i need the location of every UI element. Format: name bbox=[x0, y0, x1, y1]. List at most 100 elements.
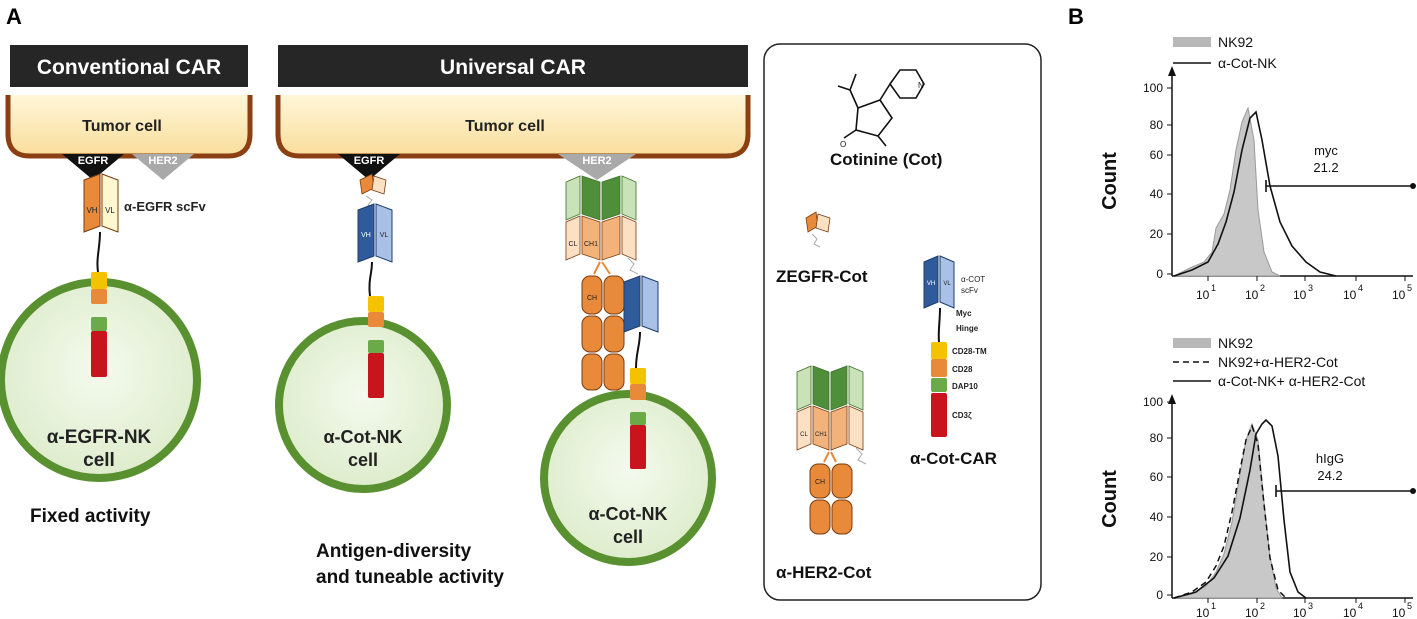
top-ytick-20: 20 bbox=[1150, 227, 1164, 241]
bottom-xtick-base-5: 10 bbox=[1392, 606, 1406, 619]
top-xtick-base-3: 10 bbox=[1293, 288, 1307, 302]
universal-egfr-antigen bbox=[338, 154, 400, 180]
egfr-label: EGFR bbox=[78, 155, 109, 167]
bottom-hist-nk92 bbox=[1173, 422, 1283, 599]
top-ylabel: Count bbox=[1099, 152, 1121, 210]
car-cd28tm-label: CD28-TM bbox=[952, 347, 987, 356]
universal-hinge-2 bbox=[635, 331, 641, 369]
bottom-xtick-exp-3: 3 bbox=[1308, 601, 1313, 611]
car-cd3z-label: CD3ζ bbox=[952, 411, 972, 420]
universal-cd3z-1 bbox=[368, 353, 384, 398]
bottom-xtick-exp-4: 4 bbox=[1358, 601, 1363, 611]
bottom-ylabel: Count bbox=[1099, 470, 1121, 528]
top-gate-end bbox=[1410, 183, 1416, 189]
legend-cl-label: CL bbox=[800, 432, 808, 438]
universal-her2-label: HER2 bbox=[582, 155, 611, 167]
top-ytick-40: 40 bbox=[1150, 187, 1164, 201]
bottom-gate-label: hIgG bbox=[1316, 451, 1344, 466]
bottom-ytick-60: 60 bbox=[1150, 470, 1164, 484]
top-y-arrow bbox=[1168, 66, 1176, 76]
car-dap10-label: DAP10 bbox=[952, 382, 978, 391]
universal-dap10-1 bbox=[368, 340, 384, 353]
nk-cell-word: cell bbox=[83, 450, 115, 471]
universal-vl-domain-2 bbox=[641, 275, 659, 333]
tuneable-caption-line1: Antigen-diversity bbox=[316, 541, 472, 562]
top-ytick-80: 80 bbox=[1150, 118, 1164, 132]
her2-ch1-label: CH1 bbox=[584, 241, 598, 248]
car-myc-label: Myc bbox=[956, 309, 972, 318]
universal-vh-label: VH bbox=[361, 232, 371, 239]
universal-banner-label: Universal CAR bbox=[440, 56, 586, 79]
bottom-xticks bbox=[1207, 598, 1406, 603]
universal-nk-cell-1-word: cell bbox=[348, 450, 378, 470]
bottom-xtick-exp-1: 1 bbox=[1211, 601, 1216, 611]
bottom-xtick-base-3: 10 bbox=[1293, 606, 1307, 619]
universal-cd28-1 bbox=[368, 312, 384, 327]
top-legend-cotnk: α-Cot-NK bbox=[1218, 55, 1277, 71]
conventional-car-section: Conventional CAR Tumor cell EGFR HER2 VH… bbox=[0, 45, 253, 527]
universal-dap10-2 bbox=[630, 412, 646, 425]
universal-vl-label: VL bbox=[380, 232, 389, 239]
top-hist-cotnk bbox=[1173, 110, 1337, 277]
her2-cl-label: CL bbox=[569, 241, 578, 248]
bottom-legend-nk92-her2: NK92+α-HER2-Cot bbox=[1218, 354, 1338, 370]
her2-label: HER2 bbox=[148, 155, 177, 167]
fixed-activity-caption: Fixed activity bbox=[30, 506, 151, 527]
vh-label: VH bbox=[86, 206, 97, 215]
bottom-xtick-base-2: 10 bbox=[1245, 606, 1259, 619]
bottom-ytick-40: 40 bbox=[1150, 510, 1164, 524]
top-xtick-base-4: 10 bbox=[1343, 288, 1357, 302]
cot-car-diagram bbox=[923, 255, 955, 437]
universal-cd28tm-1 bbox=[368, 296, 384, 312]
car-vl-label: VL bbox=[943, 281, 951, 287]
histogram-bottom: NK92 NK92+α-HER2-Cot α-Cot-NK+ α-HER2-Co… bbox=[1099, 335, 1416, 619]
top-hist-nk92 bbox=[1173, 106, 1281, 277]
pyridine-n: N bbox=[918, 81, 924, 90]
bottom-legend-cotnk-her2: α-Cot-NK+ α-HER2-Cot bbox=[1218, 373, 1365, 389]
cd28-tm-segment bbox=[91, 272, 107, 289]
hinge-linker bbox=[96, 231, 101, 273]
top-gate-value: 21.2 bbox=[1313, 160, 1338, 175]
top-ytick-60: 60 bbox=[1150, 148, 1164, 162]
bottom-ytick-100: 100 bbox=[1143, 395, 1163, 409]
histogram-top: NK92 α-Cot-NK Count 0 20 40 60 80 100 my… bbox=[1099, 34, 1416, 302]
tumor-cell-label: Tumor cell bbox=[82, 118, 162, 135]
universal-nk-cell-1-name: α-Cot-NK bbox=[323, 427, 402, 447]
bottom-xtick-base-4: 10 bbox=[1343, 606, 1357, 619]
legend-ch1-label: CH1 bbox=[815, 432, 828, 438]
bottom-hist-nk92-her2 bbox=[1173, 423, 1287, 599]
top-gate-label: myc bbox=[1314, 143, 1338, 158]
car-scfv-label-1: α-COT bbox=[961, 275, 985, 284]
her2-cot-diagram bbox=[796, 365, 867, 535]
top-xtick-labels: 10 1 10 2 10 3 10 4 10 5 bbox=[1196, 283, 1412, 302]
zegfr-cot-adapter bbox=[359, 173, 387, 209]
universal-egfr-label: EGFR bbox=[354, 155, 385, 167]
universal-tumor-cell bbox=[275, 95, 751, 159]
panel-b-letter: B bbox=[1068, 4, 1084, 29]
top-ytick-0: 0 bbox=[1156, 267, 1163, 281]
top-xticks bbox=[1207, 276, 1406, 281]
top-xtick-exp-2: 2 bbox=[1260, 283, 1265, 293]
universal-vh-domain bbox=[357, 203, 375, 263]
car-scfv-label-2: scFv bbox=[961, 286, 978, 295]
conventional-banner bbox=[10, 45, 248, 87]
top-xtick-exp-1: 1 bbox=[1211, 283, 1216, 293]
top-xtick-exp-3: 3 bbox=[1308, 283, 1313, 293]
universal-banner bbox=[278, 45, 748, 87]
universal-cd3z-2 bbox=[630, 425, 646, 469]
top-xtick-exp-5: 5 bbox=[1407, 283, 1412, 293]
cd3z-segment bbox=[91, 331, 107, 377]
bottom-legend-nk92: NK92 bbox=[1218, 335, 1253, 351]
panel-a-letter: A bbox=[6, 4, 22, 29]
vh-domain bbox=[83, 173, 101, 233]
cot-car-label: α-Cot-CAR bbox=[910, 449, 997, 468]
bottom-legend-swatch-nk92 bbox=[1173, 338, 1211, 348]
universal-nk-cell-1 bbox=[275, 317, 451, 493]
top-xtick-exp-4: 4 bbox=[1358, 283, 1363, 293]
top-legend-swatch-nk92 bbox=[1173, 37, 1211, 47]
her2-ch-label: CH bbox=[587, 295, 597, 302]
universal-cd28-2 bbox=[630, 384, 646, 400]
bottom-xtick-labels: 10 1 10 2 10 3 10 4 10 5 bbox=[1196, 601, 1412, 619]
